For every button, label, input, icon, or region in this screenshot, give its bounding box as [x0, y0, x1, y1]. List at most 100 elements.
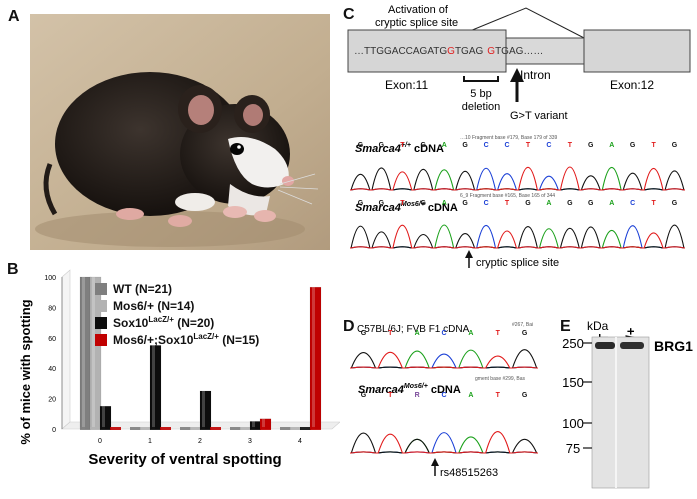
x-tick-label: 2 — [198, 438, 202, 445]
x-axis-label: Severity of ventral spotting — [88, 451, 281, 468]
base-call: A — [468, 330, 473, 337]
base-call: A — [415, 330, 420, 337]
activation-label-2: cryptic splice site — [375, 17, 458, 29]
bar-highlight — [312, 287, 315, 429]
snp-arrowhead — [431, 458, 439, 466]
exon-11-box — [347, 29, 507, 73]
deletion-label-1: 5 bp — [470, 88, 491, 100]
trace-G — [350, 224, 685, 249]
bar-highlight — [262, 418, 265, 429]
base-call: A — [442, 200, 447, 207]
base-call: T — [388, 392, 393, 399]
wt-cdna-suffix: cDNA — [411, 143, 444, 155]
y-tick-label: 80 — [48, 305, 56, 312]
trace-A — [350, 167, 685, 191]
base-call: C — [484, 142, 489, 149]
x-tick-label: 0 — [98, 438, 102, 445]
bar-wt-n-21--cat-0 — [79, 276, 92, 430]
base-call: G — [588, 200, 594, 207]
wt-cdna-label: Smarca4+/+ cDNA — [355, 142, 444, 155]
bar-highlight — [82, 277, 85, 429]
bar-sox10-cat-0 — [99, 405, 112, 430]
exon-sequence-g: G — [447, 46, 455, 57]
splice-diagram-panel: Activation of cryptic splice site …TTGGA… — [347, 4, 691, 269]
base-call: T — [505, 200, 510, 207]
base-call: G — [630, 142, 636, 149]
bar-highlight — [252, 421, 255, 429]
bar-highlight — [92, 277, 95, 429]
trace-T — [350, 166, 685, 191]
legend-label: WT (N=21) — [113, 281, 173, 296]
base-call: G — [567, 200, 573, 207]
trace-C — [350, 167, 685, 191]
d-mut-chromatogram — [350, 431, 538, 454]
base-call: T — [496, 330, 501, 337]
bar-base — [80, 427, 91, 430]
d-mut-label: Smarca4Mos6/+ cDNA — [358, 383, 461, 396]
bar-sox10-cat-2 — [199, 390, 212, 430]
base-call: T — [400, 200, 405, 207]
mut-chromatogram — [350, 224, 685, 249]
trace-G — [350, 167, 685, 191]
legend-label: Mos6/+;Sox10LacZ/+ (N=15) — [113, 332, 260, 347]
bar-base — [160, 427, 171, 430]
base-call: G — [379, 200, 385, 207]
base-call: G — [361, 392, 367, 399]
exon-11-label: Exon:11 — [385, 78, 428, 92]
y-tick-label: 0 — [52, 427, 56, 434]
splice-site-arrowhead — [465, 250, 473, 258]
trace-C — [350, 432, 538, 454]
base-call: R — [415, 392, 420, 399]
base-call: T — [651, 142, 656, 149]
bar-base — [140, 427, 151, 430]
blot-membrane — [591, 336, 650, 489]
panel-label-d: D — [343, 318, 355, 335]
bar-highlight — [102, 406, 105, 429]
legend-item: Mos6/+;Sox10LacZ/+ (N=15) — [95, 331, 345, 348]
base-call: G — [672, 200, 678, 207]
x-tick-label: 3 — [248, 438, 252, 445]
wt-fragment-header: …10 Fragment base #179, Base 179 of 339 — [460, 135, 558, 141]
base-call: C — [441, 330, 446, 337]
legend-swatch — [95, 316, 107, 329]
splice-arc — [447, 7, 589, 41]
base-call: C — [630, 200, 635, 207]
base-call: G — [421, 200, 427, 207]
bar-base — [100, 427, 111, 430]
base-call: G — [522, 330, 528, 337]
trace-A — [350, 349, 538, 369]
bar-base — [240, 427, 251, 430]
snp-label: rs48515263 — [440, 467, 498, 479]
y-tick-label: 100 — [44, 275, 56, 282]
legend-swatch — [95, 299, 107, 312]
base-call: C — [484, 200, 489, 207]
marker-250-label: 250 — [562, 336, 584, 351]
base-call: G — [522, 392, 528, 399]
bar-base — [180, 427, 191, 430]
x-tick-label: 4 — [298, 438, 302, 445]
panel-label-c: C — [343, 6, 355, 23]
trace-C — [350, 225, 685, 249]
base-call: C — [546, 142, 551, 149]
base-call: T — [526, 142, 531, 149]
y-tick-label: 60 — [48, 336, 56, 343]
bar-base — [290, 427, 301, 430]
y-axis-label: % of mice with spotting — [18, 299, 33, 444]
bar-base — [260, 427, 271, 430]
bar-highlight — [152, 345, 155, 429]
kda-label: kDa — [587, 319, 609, 333]
marker-150-label: 150 — [562, 375, 584, 390]
legend-swatch — [95, 282, 107, 295]
marker-100-label: 100 — [562, 416, 584, 431]
d-top-chromatogram — [350, 349, 538, 369]
intron-label: Intron — [520, 68, 551, 82]
d-top-header: #267, Bai — [512, 322, 533, 328]
band-wt — [595, 342, 615, 349]
base-call: C — [505, 142, 510, 149]
wt-chromatogram — [350, 166, 685, 191]
panel-label-e: E — [560, 318, 571, 335]
